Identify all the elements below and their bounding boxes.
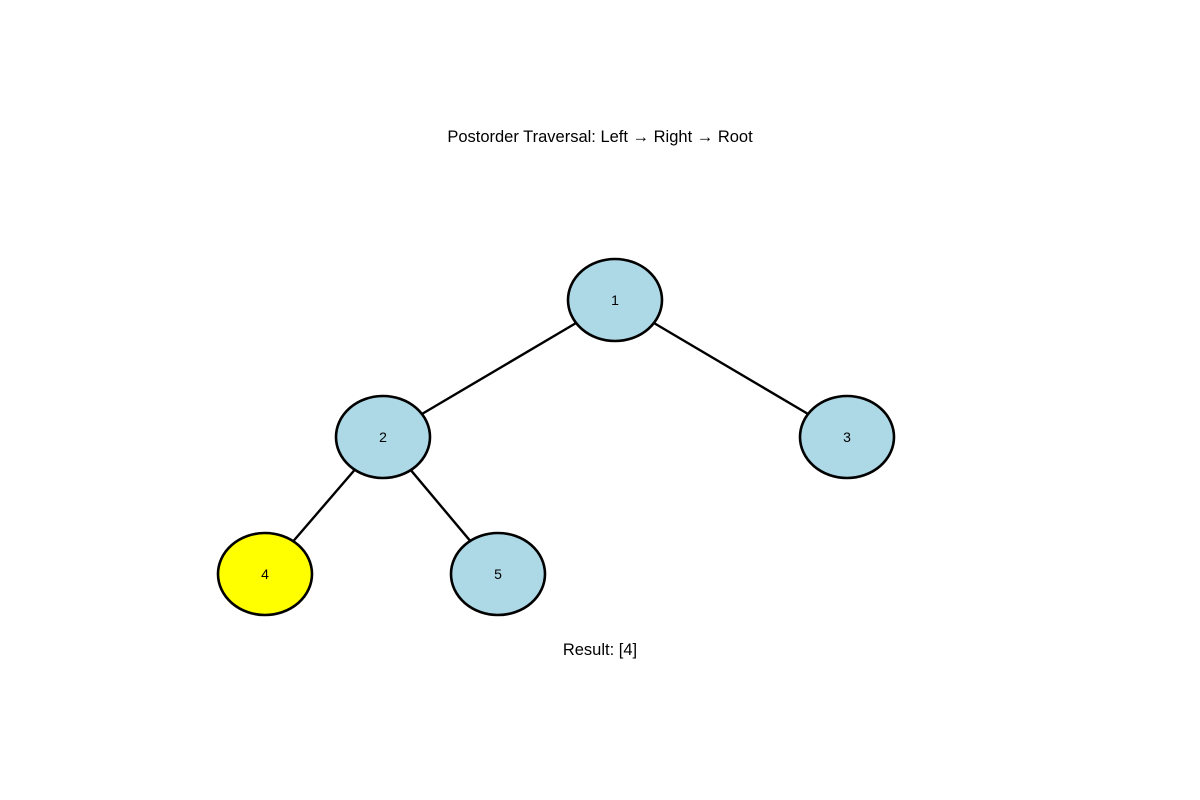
tree-edge-n2-n4: [292, 468, 356, 543]
tree-node-shape-2[interactable]: [334, 394, 432, 480]
tree-node-4[interactable]: 4: [216, 531, 314, 617]
tree-edge-n1-n2: [420, 321, 578, 416]
tree-node-label-4: 4: [261, 566, 269, 582]
tree-node-label-3: 3: [843, 429, 851, 445]
tree-node-label-5: 5: [494, 566, 502, 582]
tree-edge-n1-n3: [652, 321, 810, 416]
figure-title: Postorder Traversal: Left → Right → Root: [447, 128, 753, 146]
tree-edge-n2-n5: [409, 468, 472, 543]
tree-node-5[interactable]: 5: [449, 531, 547, 617]
tree-node-3[interactable]: 3: [798, 394, 896, 480]
tree-node-shape-1[interactable]: [566, 257, 664, 343]
tree-node-shape-4[interactable]: [216, 531, 314, 617]
tree-node-shape-3[interactable]: [798, 394, 896, 480]
tree-node-label-2: 2: [379, 429, 387, 445]
tree-node-2[interactable]: 2: [334, 394, 432, 480]
tree-node-shape-5[interactable]: [449, 531, 547, 617]
tree-nodes-group: 1 2 3 4 5: [216, 257, 896, 617]
traversal-result-text: Result: [4]: [562, 641, 638, 659]
tree-edges-group: [292, 321, 810, 543]
tree-node-label-1: 1: [611, 292, 619, 308]
tree-node-1[interactable]: 1: [566, 257, 664, 343]
